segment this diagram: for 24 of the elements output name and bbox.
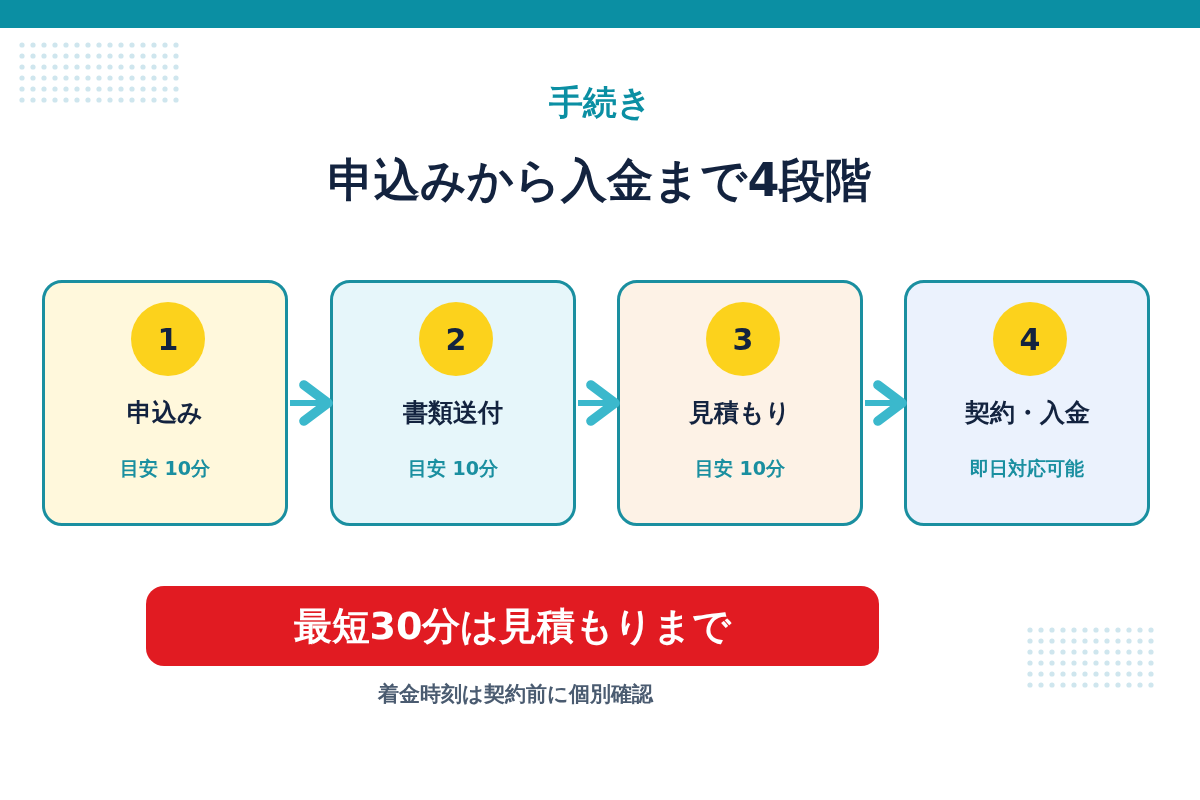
note-text: 着金時刻は契約前に個別確認 xyxy=(376,681,655,708)
step-title: 契約・入金 xyxy=(963,397,1091,429)
banner-text: 最短30分は見積もりまで xyxy=(293,602,732,650)
step-card xyxy=(904,280,1150,526)
arrow xyxy=(578,380,620,426)
arrow xyxy=(865,380,907,426)
duration-text: 目安 10分 xyxy=(693,456,787,481)
heading: 申込みから入金まで4段階 xyxy=(327,152,873,209)
step-number: 3 xyxy=(706,302,780,376)
step-title: 見積もり xyxy=(688,397,792,429)
duration-text: 目安 10分 xyxy=(118,456,212,481)
title: 手続き xyxy=(547,81,653,124)
step-title: 書類送付 xyxy=(402,397,504,429)
step-number: 1 xyxy=(131,302,205,376)
duration-text: 目安 10分 xyxy=(406,456,500,481)
arrow xyxy=(290,380,333,426)
step-title: 申込み xyxy=(126,397,204,429)
highlight-banner xyxy=(146,586,879,666)
step-number: 4 xyxy=(993,302,1067,376)
step-card xyxy=(330,280,576,526)
step-card xyxy=(42,280,288,526)
step-number: 2 xyxy=(419,302,493,376)
step-card xyxy=(617,280,863,526)
duration-text: 即日対応可能 xyxy=(969,456,1085,481)
